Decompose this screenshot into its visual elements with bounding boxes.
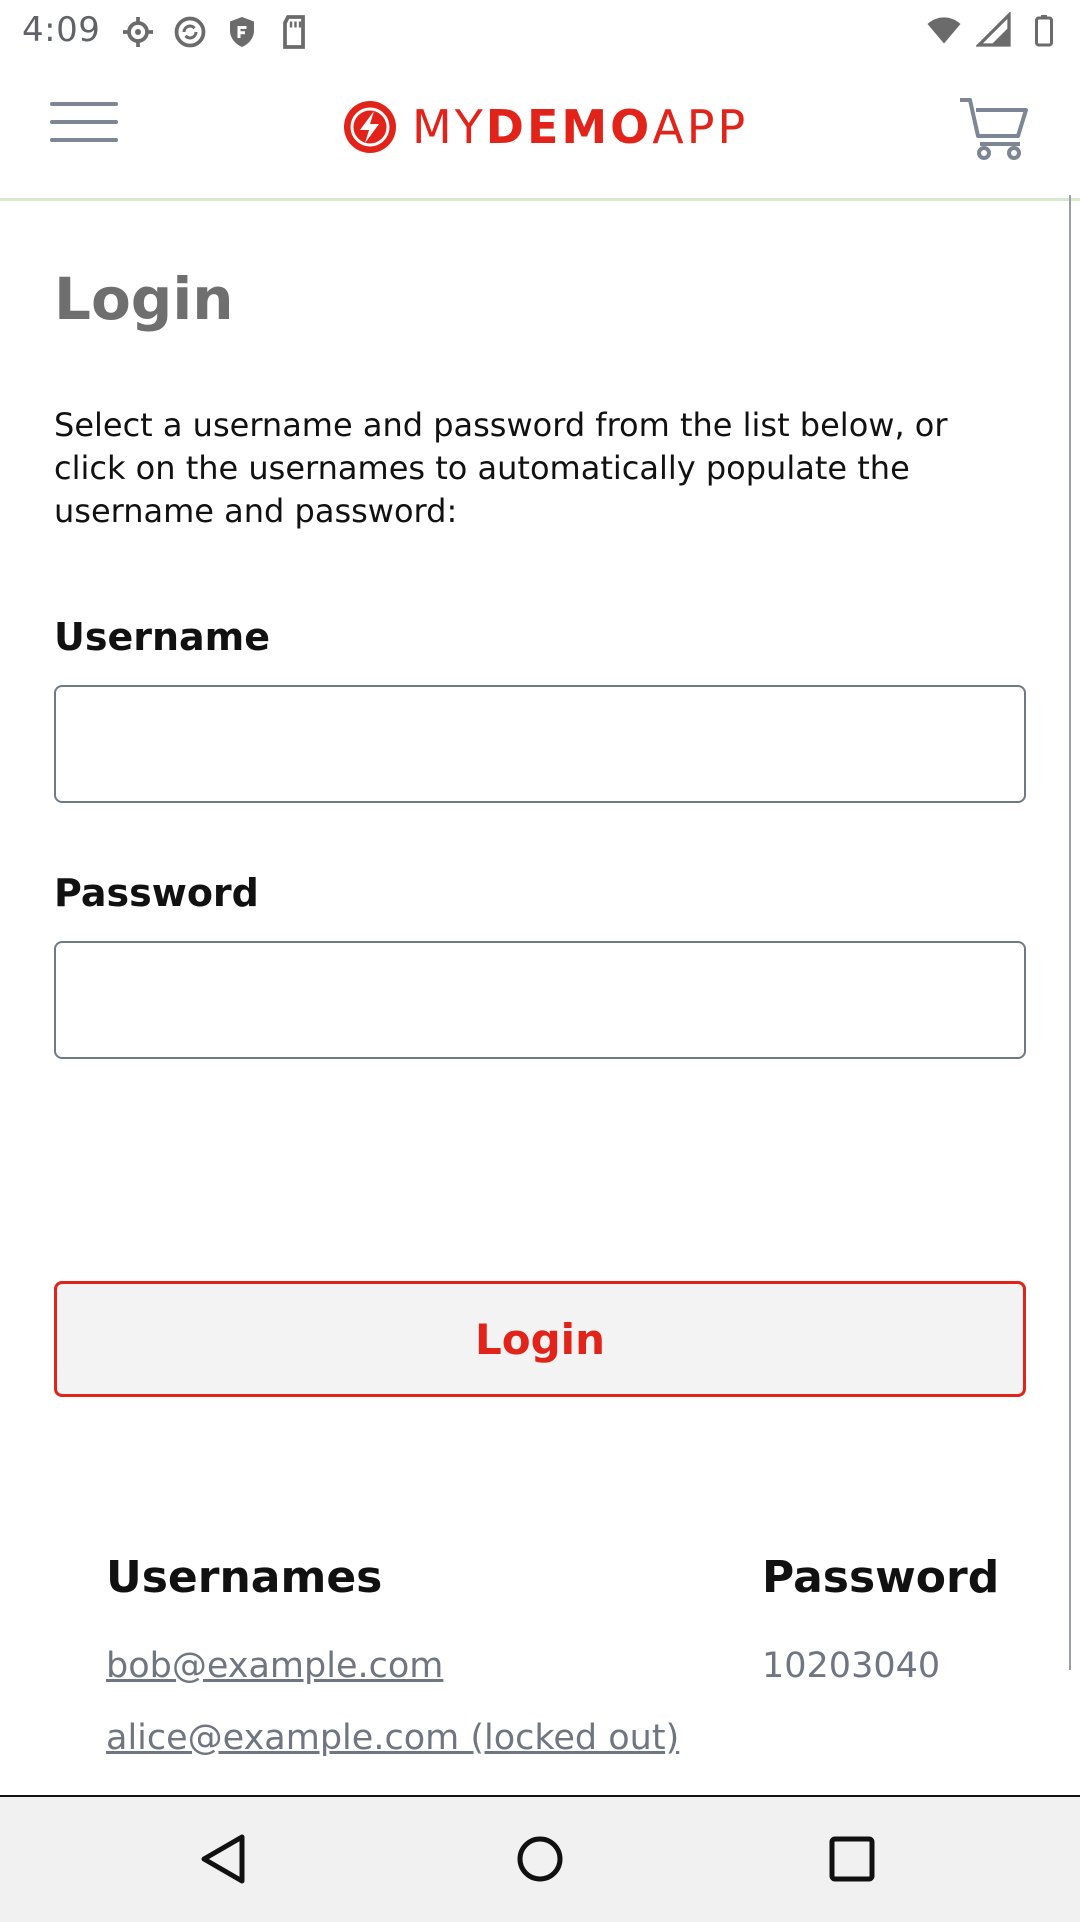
app-bar: MYDEMOAPP <box>0 60 1080 201</box>
password-header: Password <box>762 1552 1000 1603</box>
login-button[interactable]: Login <box>54 1281 1026 1397</box>
recents-icon[interactable] <box>822 1829 882 1889</box>
settings-icon <box>120 14 156 50</box>
app-logo: MYDEMOAPP <box>340 96 748 158</box>
signal-icon <box>976 12 1012 48</box>
cart-icon[interactable] <box>958 94 1030 160</box>
credentials-row: bob@example.com 10203040 <box>106 1646 986 1718</box>
sd-card-icon <box>276 14 312 50</box>
login-form: Login Select a username and password fro… <box>54 198 1026 1397</box>
status-time: 4:09 <box>22 10 101 50</box>
credentials-row: alice@example.com (locked out) <box>106 1718 986 1790</box>
username-link-alice[interactable]: alice@example.com (locked out) <box>106 1718 680 1758</box>
back-icon[interactable] <box>194 1829 254 1889</box>
system-navigation-bar <box>0 1795 1080 1922</box>
status-notification-icons <box>120 14 312 50</box>
page-title: Login <box>54 265 234 333</box>
password-input[interactable] <box>54 941 1026 1059</box>
logo-wordmark: MYDEMOAPP <box>412 100 749 154</box>
home-icon[interactable] <box>510 1829 570 1889</box>
usernames-header: Usernames <box>106 1552 383 1603</box>
credentials-header: Usernames Password <box>106 1552 999 1624</box>
credentials-table: Usernames Password bob@example.com 10203… <box>106 1552 999 1790</box>
status-bar: 4:09 <box>0 0 1080 60</box>
login-instructions: Select a username and password from the … <box>54 406 948 530</box>
scroll-indicator[interactable] <box>1069 195 1080 1670</box>
status-system-icons <box>926 12 1062 48</box>
lightning-logo-icon <box>340 97 400 157</box>
username-link-bob[interactable]: bob@example.com <box>106 1646 444 1686</box>
sync-icon <box>172 14 208 50</box>
password-label: Password <box>54 871 259 915</box>
battery-icon <box>1026 12 1062 48</box>
username-label: Username <box>54 615 271 659</box>
hamburger-menu-icon[interactable] <box>50 102 118 146</box>
password-value-bob: 10203040 <box>762 1646 941 1686</box>
username-input[interactable] <box>54 685 1026 803</box>
shield-icon <box>224 14 260 50</box>
wifi-icon <box>926 12 962 48</box>
